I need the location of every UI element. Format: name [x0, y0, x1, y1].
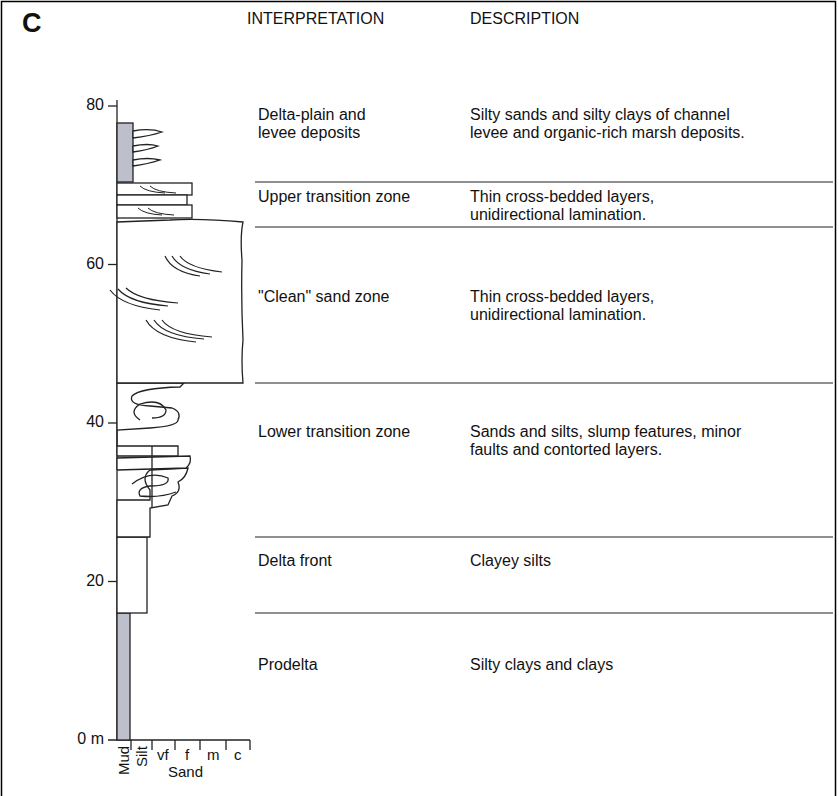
clean-sand — [117, 219, 243, 383]
interpretation: Lower transition zone — [258, 423, 468, 441]
interpretation: Delta front — [258, 552, 458, 570]
zone-divider — [255, 382, 833, 383]
description: Clayey silts — [470, 552, 745, 570]
upper-transition-layers — [138, 186, 176, 215]
cross-bedding — [126, 288, 178, 303]
grain-size-label: Mud — [116, 746, 133, 775]
delta-plain-deposits — [133, 145, 158, 153]
grain-size-label: c — [234, 747, 248, 764]
zone-divider — [255, 226, 833, 227]
description: Silty sands and silty clays of channel l… — [470, 106, 745, 142]
delta-plain-deposits — [117, 123, 133, 182]
clean-sand — [117, 219, 243, 383]
zone-divider — [255, 536, 833, 537]
axis — [108, 422, 117, 423]
description: Thin cross-bedded layers, unidirectional… — [470, 288, 745, 324]
lower-transition-layers — [117, 446, 178, 456]
lower-transition-layers — [134, 402, 166, 420]
lower-transition-layers — [117, 456, 191, 470]
column-header: INTERPRETATION — [247, 10, 447, 28]
grain-size-label: vf — [157, 747, 177, 764]
cross-bedding — [180, 256, 222, 272]
lower-transition-layers — [132, 475, 176, 496]
axis-number: 20 — [60, 572, 104, 590]
delta-plain-deposits — [133, 130, 162, 138]
lower-transition-layers — [117, 383, 184, 446]
axis-number: 40 — [60, 413, 104, 431]
axis — [108, 105, 117, 106]
axis — [108, 264, 117, 265]
description: Sands and silts, slump features, minor f… — [470, 423, 745, 459]
grain-size-label: f — [185, 747, 199, 764]
upper-transition-layers — [117, 183, 192, 218]
interpretation: Delta-plain and levee deposits — [258, 106, 408, 142]
description: Silty clays and clays — [470, 656, 745, 674]
cross-bedding — [162, 320, 212, 337]
upper-transition-layers — [117, 195, 187, 205]
column-header: DESCRIPTION — [470, 10, 670, 28]
axis — [108, 581, 117, 582]
grain-size-label: m — [207, 747, 223, 764]
delta-plain-deposits — [133, 159, 160, 167]
description: Thin cross-bedded layers, unidirectional… — [470, 188, 745, 224]
prodelta-mud — [117, 613, 130, 740]
axis — [108, 100, 250, 750]
axis — [151, 740, 152, 750]
zone-divider — [255, 181, 833, 182]
delta-front-silt — [117, 537, 147, 613]
zone-divider — [255, 612, 833, 613]
axis — [199, 740, 200, 750]
cross-bedding — [146, 320, 196, 342]
axis-number: 0 m — [40, 730, 104, 748]
axis — [249, 740, 250, 750]
cross-bedding — [154, 320, 204, 339]
lower-transition-layers — [117, 383, 191, 537]
interpretation: Upper transition zone — [258, 188, 468, 206]
axis — [225, 740, 226, 750]
lower-transition-layers — [151, 446, 152, 508]
interpretation: Prodelta — [258, 656, 458, 674]
delta-front-silt — [117, 537, 147, 613]
grain-size-label: Silt — [134, 746, 151, 767]
zone-divider — [255, 182, 833, 613]
panel-letter: C — [22, 8, 62, 38]
interpretation: "Clean" sand zone — [258, 288, 458, 306]
axis-number: 80 — [60, 96, 104, 114]
cross-bedding — [110, 256, 222, 342]
grain-size-label: Sand — [168, 764, 228, 781]
axis — [174, 740, 175, 750]
prodelta-mud — [117, 613, 130, 740]
delta-plain-deposits — [117, 123, 162, 182]
axis-number: 60 — [60, 255, 104, 273]
